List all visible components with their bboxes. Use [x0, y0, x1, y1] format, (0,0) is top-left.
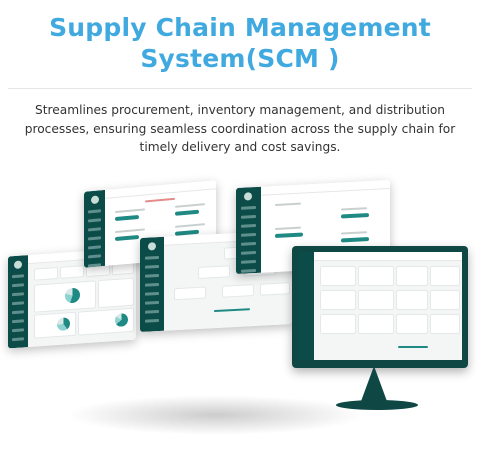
grid-card [320, 290, 356, 310]
product-mockups [0, 170, 480, 450]
grid-card [320, 314, 356, 334]
grid-card [358, 290, 394, 310]
node-card [174, 286, 207, 301]
donut-chart [65, 287, 81, 304]
sidebar [298, 252, 314, 360]
monitor-base [336, 400, 418, 410]
grid-card [396, 314, 428, 334]
drop-shadow [66, 395, 366, 435]
node-card [222, 283, 255, 298]
top-bar [105, 180, 216, 199]
stat-card [34, 266, 59, 281]
grid-card [430, 266, 460, 286]
flow-label [274, 226, 301, 231]
flow-node [340, 213, 369, 219]
top-bar [314, 252, 462, 261]
flow-node [340, 237, 369, 243]
grid-card [320, 266, 356, 286]
node-card [260, 282, 291, 296]
grid-card [430, 314, 460, 334]
form-line [145, 197, 176, 203]
page-title-line-1: Supply Chain Management [49, 13, 431, 42]
form-field [175, 209, 200, 216]
flow-label [340, 207, 367, 211]
flow-label [340, 231, 367, 235]
chart-card [78, 307, 135, 336]
divider [8, 88, 472, 89]
pagination [398, 346, 428, 348]
monitor-screen [298, 252, 462, 360]
flow-label [274, 202, 301, 207]
sidebar [84, 189, 106, 268]
node-card [198, 265, 231, 279]
form-line [115, 208, 146, 214]
page-description: Streamlines procurement, inventory manag… [24, 103, 456, 154]
sidebar [8, 255, 29, 349]
form-line [175, 203, 206, 208]
form-field [115, 234, 140, 242]
chart-card [34, 311, 77, 339]
monitor [292, 246, 468, 368]
pagination [214, 308, 251, 313]
grid-card [396, 266, 428, 286]
stat-card [60, 265, 85, 279]
list-card [98, 277, 135, 309]
page-title: Supply Chain Management System(SCM ) [0, 12, 480, 74]
top-bar [260, 179, 390, 196]
sidebar [236, 186, 261, 275]
grid-card [358, 266, 394, 286]
chart-card [34, 280, 97, 313]
flow-node [274, 232, 303, 239]
form-line [175, 223, 206, 228]
grid-card [396, 290, 428, 310]
donut-chart [115, 313, 129, 327]
form-line [115, 228, 146, 234]
monitor-stand [360, 366, 388, 404]
page-title-line-2: System(SCM ) [140, 44, 340, 73]
form-field [115, 214, 140, 222]
grid-card [358, 314, 394, 334]
sidebar [140, 236, 165, 332]
grid-card [430, 290, 460, 310]
donut-chart [57, 317, 71, 332]
